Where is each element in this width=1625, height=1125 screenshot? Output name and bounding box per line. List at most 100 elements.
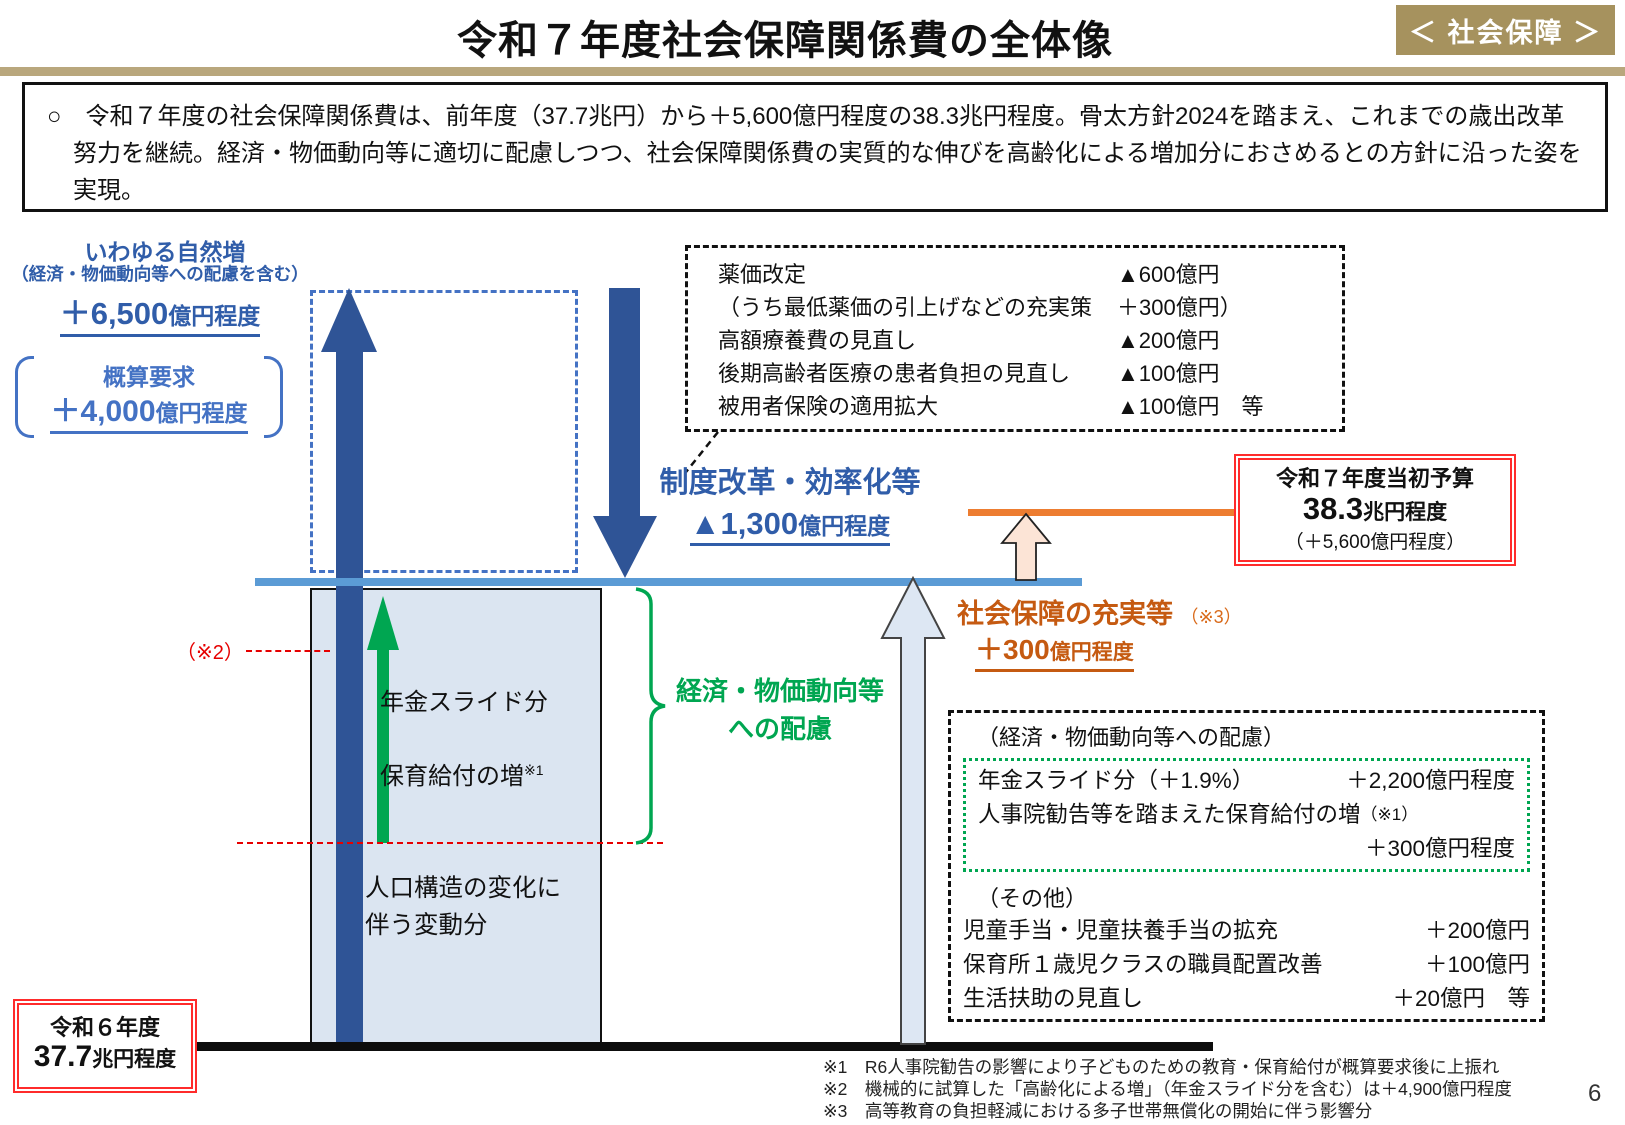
detail-green-box: 年金スライド分（＋1.9%） ＋2,200億円程度 人事院勧告等を踏まえた保育給… — [963, 758, 1530, 872]
footnote-3: ※3 高等教育の負担軽減における多子世帯無償化の開始に伴う影響分 — [823, 1101, 1373, 1121]
detail-other-amount: ＋100億円 — [1424, 952, 1530, 977]
natural-increase-amount-value: ＋6,500 — [59, 296, 169, 331]
footnotes: ※1 R6人事院勧告の影響により子どものための教育・保育給付が概算要求後に上振れ… — [823, 1056, 1512, 1122]
detail-other-row: 児童手当・児童扶養手当の拡充 ＋200億円 — [963, 914, 1530, 948]
initial-budget-amount: 38.3兆円程度 — [1303, 492, 1447, 532]
r7-budget-level-line — [968, 509, 1234, 516]
reform-item-label: 薬価改定 — [718, 261, 807, 287]
pension-increase-arrow-head — [367, 596, 399, 650]
footnote-2: ※2 機械的に試算した「高齢化による増」（年金スライド分を含む）は＋4,900億… — [823, 1079, 1512, 1099]
natural-increase-dashed-rect — [310, 290, 578, 573]
r6-budget-level-line — [255, 578, 1082, 586]
note2-dashed-line — [246, 650, 330, 652]
population-change-line2: 伴う変動分 — [365, 912, 488, 939]
enhancement-detail-arrow — [880, 576, 946, 1045]
initial-budget-amount-unit: 兆円程度 — [1363, 501, 1448, 524]
childcare-benefit-sup: ※1 — [524, 762, 544, 778]
fy6-budget-box: 令和６年度 37.7兆円程度 — [13, 999, 197, 1093]
detail-header-economy: （経済・物価動向等への配慮） — [977, 725, 1286, 750]
pension-increase-arrow-shaft — [377, 645, 389, 843]
detail-other-label: 保育所１歳児クラスの職員配置改善 — [963, 952, 1323, 977]
reform-item-row: 被用者保険の適用拡大 ▲100億円 等 — [718, 389, 1342, 421]
detail-other-label: 児童手当・児童扶養手当の拡充 — [963, 918, 1279, 943]
enhancement-note3: （※3） — [1180, 607, 1242, 627]
enhancement-up-arrow — [1000, 512, 1052, 581]
reform-amount: ▲1,300億円程度 — [640, 506, 940, 546]
detail-green-row: ＋300億円程度 — [1364, 836, 1515, 861]
enhancement-amount-value: ＋300 — [975, 634, 1050, 665]
enhancement-label-text: 社会保障の充実等 — [957, 599, 1173, 629]
enhancement-label: 社会保障の充実等 （※3） — [957, 592, 1242, 631]
fy6-amount-value: 37.7 — [33, 1039, 93, 1073]
reform-label: 制度改革・効率化等 — [659, 467, 921, 499]
initial-budget-title: 令和７年度当初予算 — [1275, 466, 1474, 491]
childcare-benefit-label: 保育給付の増※1 — [380, 756, 544, 791]
fy6-budget-box-inner: 令和６年度 37.7兆円程度 — [17, 1003, 193, 1089]
detail-green-row: 人事院勧告等を踏まえた保育給付の増 （※1） — [978, 798, 1515, 832]
budget-request-amount-value: ＋4,000 — [50, 395, 156, 428]
reform-down-arrow-head — [593, 516, 657, 578]
bracket-right — [264, 356, 283, 438]
section-badge: ＜ 社会保障 ＞ — [1396, 5, 1615, 55]
base-axis-line — [197, 1042, 1213, 1051]
detail-other-amount: ＋20億円 等 — [1392, 986, 1530, 1011]
connector-dashed-line — [685, 431, 719, 473]
detail-green-label: 年金スライド分（＋1.9%） — [978, 768, 1255, 793]
economy-brace — [635, 587, 666, 845]
pension-slide-label: 年金スライド分 — [380, 689, 548, 716]
detail-green-amount: ＋2,200億円程度 — [1346, 768, 1515, 793]
initial-budget-box-inner: 令和７年度当初予算 38.3兆円程度 （＋5,600億円程度） — [1238, 458, 1512, 562]
detail-other-row: 保育所１歳児クラスの職員配置改善 ＋100億円 — [963, 948, 1530, 982]
natural-increase-amount: ＋6,500億円程度 — [20, 288, 300, 337]
natural-increase-amount-unit: 億円程度 — [168, 303, 261, 329]
economy-consideration-line2: への配慮 — [727, 714, 832, 744]
bracket-left — [15, 356, 34, 438]
detail-other-label: 生活扶助の見直し — [963, 986, 1144, 1011]
childcare-benefit-text: 保育給付の増 — [380, 763, 524, 790]
budget-request-bracket: 概算要求 ＋4,000億円程度 — [15, 356, 283, 438]
initial-budget-box: 令和７年度当初予算 38.3兆円程度 （＋5,600億円程度） — [1234, 454, 1516, 566]
initial-budget-change: （＋5,600億円程度） — [1284, 532, 1466, 553]
detail-green-label: 人事院勧告等を踏まえた保育給付の増 — [978, 802, 1361, 827]
natural-increase-arrow-shaft — [336, 348, 363, 1042]
reform-amount-unit: 億円程度 — [798, 513, 891, 539]
reform-item-amount: ▲200億円 — [1117, 327, 1220, 353]
budget-request-label: 概算要求 — [103, 364, 195, 390]
economy-consideration-line1: 経済・物価動向等 — [675, 676, 884, 706]
fy6-amount-unit: 兆円程度 — [92, 1047, 177, 1071]
natural-increase-label: いわゆる自然増 — [84, 239, 246, 265]
initial-budget-amount-value: 38.3 — [1302, 491, 1364, 526]
reform-down-arrow-shaft — [609, 288, 640, 518]
reform-item-label: 被用者保険の適用拡大 — [718, 393, 939, 419]
reform-item-row: （うち最低薬価の引上げなどの充実策 ＋300億円） — [718, 290, 1342, 322]
detail-box: （経済・物価動向等への配慮） 年金スライド分（＋1.9%） ＋2,200億円程度… — [948, 710, 1545, 1022]
page-number: 6 — [1588, 1080, 1602, 1107]
footnote-1: ※1 R6人事院勧告の影響により子どものための教育・保育給付が概算要求後に上振れ — [823, 1057, 1500, 1077]
page-title: 令和７年度社会保障関係費の全体像 — [457, 19, 1113, 63]
reform-items-box: 薬価改定 ▲600億円 （うち最低薬価の引上げなどの充実策 ＋300億円） 高額… — [685, 245, 1345, 432]
population-change-label: 人口構造の変化に 伴う変動分 — [365, 870, 561, 944]
reform-item-amount: ▲100億円 等 — [1117, 393, 1264, 419]
accent-bar — [0, 67, 1625, 76]
fy6-amount: 37.7兆円程度 — [33, 1039, 177, 1078]
reform-item-label: 高額療養費の見直し — [718, 327, 917, 353]
detail-green-row: 年金スライド分（＋1.9%） ＋2,200億円程度 — [978, 764, 1515, 798]
reform-item-amount: ▲600億円 — [1117, 261, 1220, 287]
reform-item-row: 後期高齢者医療の患者負担の見直し ▲100億円 — [718, 356, 1342, 388]
reform-item-row: 薬価改定 ▲600億円 — [718, 257, 1342, 289]
summary-text: ○ 令和７年度の社会保障関係費は、前年度（37.7兆円）から＋5,600億円程度… — [47, 103, 1582, 204]
fy6-label: 令和６年度 — [49, 1014, 160, 1040]
reform-item-label: 後期高齢者医療の患者負担の見直し — [718, 360, 1071, 386]
detail-header-other: （その他） — [977, 886, 1088, 911]
budget-request-amount: ＋4,000億円程度 — [15, 386, 283, 434]
summary-box: ○ 令和７年度の社会保障関係費は、前年度（37.7兆円）から＋5,600億円程度… — [22, 82, 1608, 212]
note2-label: （※2） — [176, 642, 244, 664]
reform-amount-value: ▲1,300 — [689, 506, 799, 541]
population-change-line1: 人口構造の変化に — [365, 875, 561, 902]
detail-green-note: （※1） — [1360, 805, 1419, 824]
enhancement-amount: ＋300億円程度 — [975, 628, 1134, 672]
reform-item-amount: ▲100億円 — [1117, 360, 1220, 386]
natural-increase-arrow-head — [321, 288, 377, 352]
reform-item-label: （うち最低薬価の引上げなどの充実策 — [718, 294, 1093, 320]
